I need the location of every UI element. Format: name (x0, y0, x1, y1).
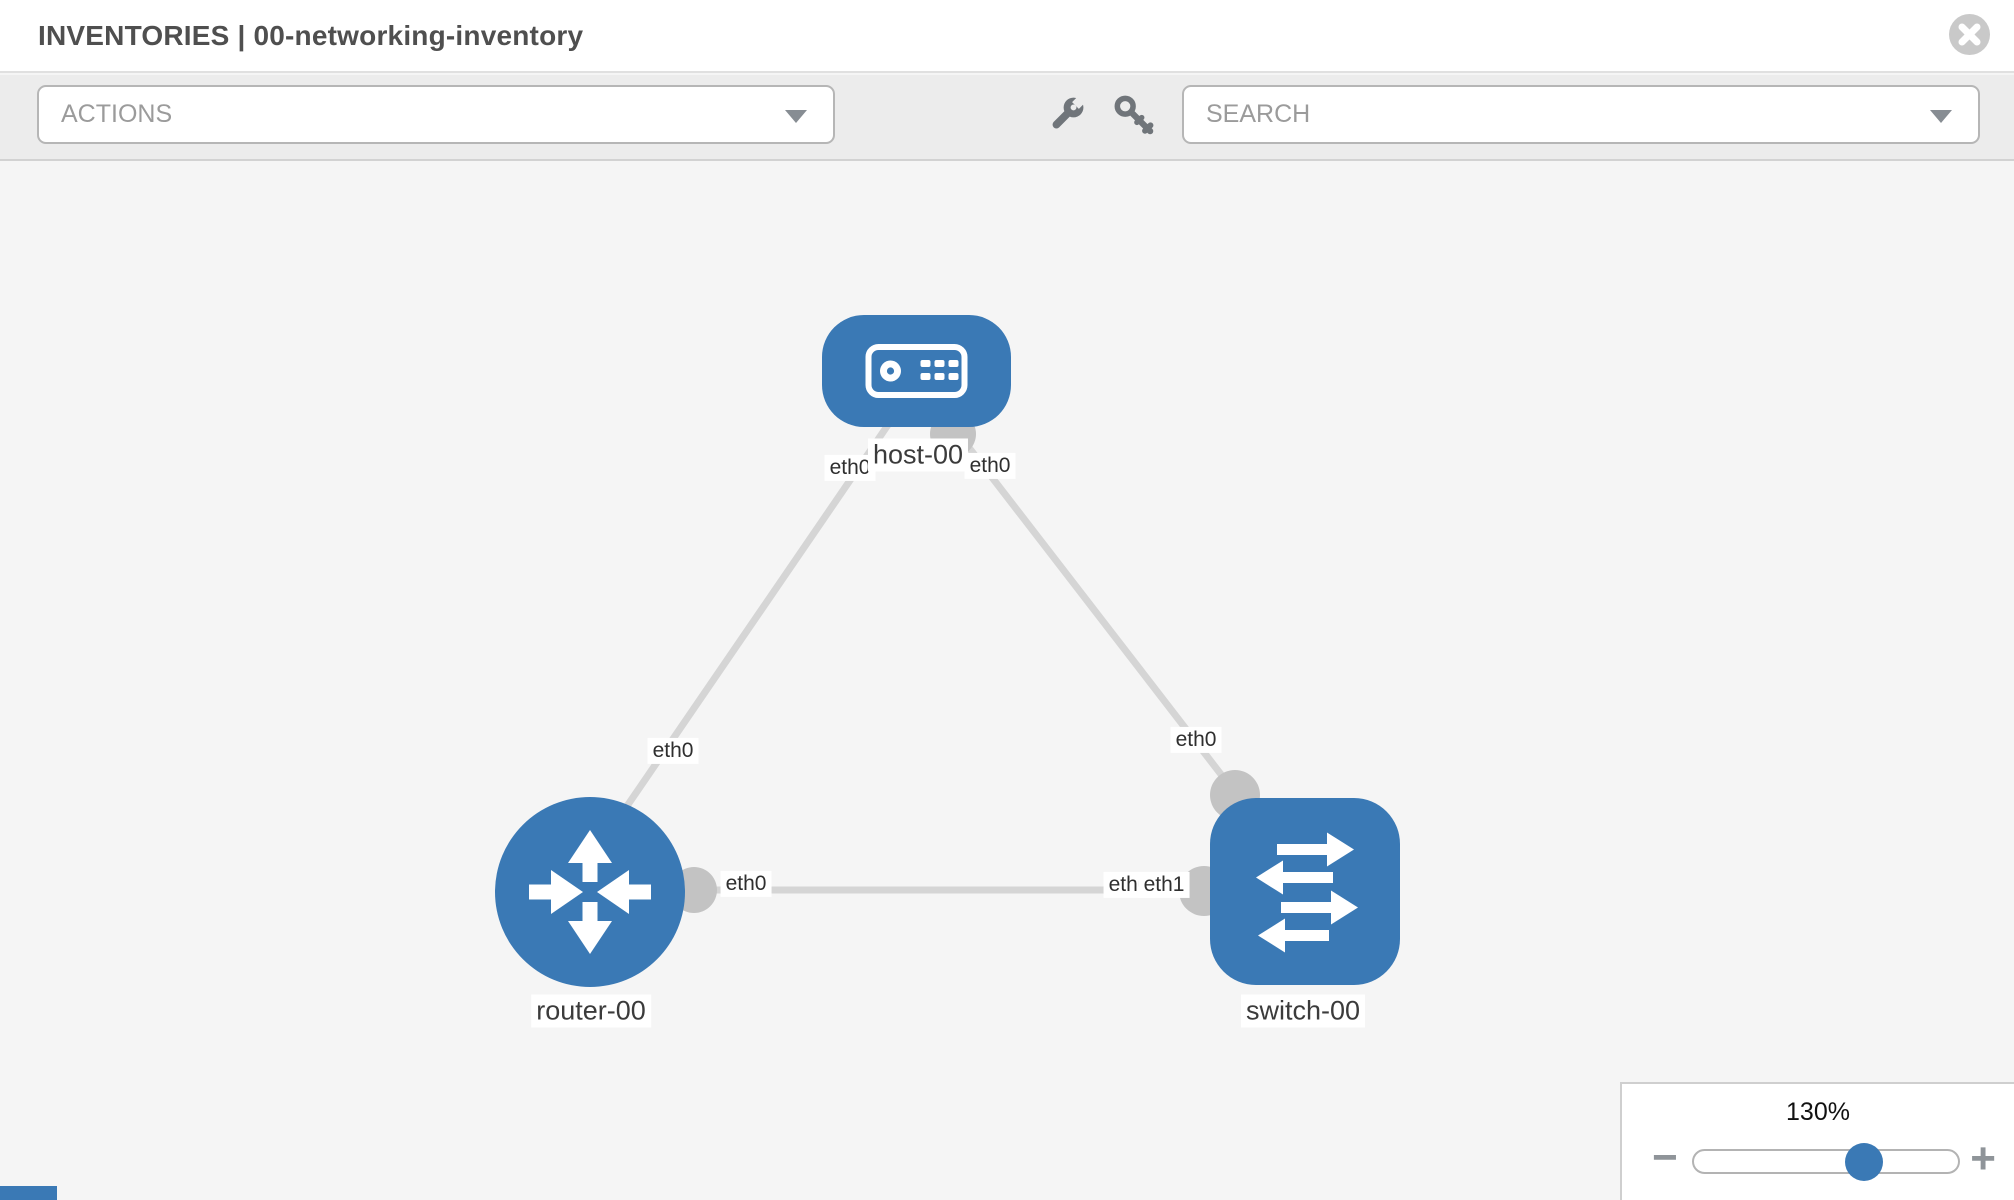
close-icon (1958, 23, 1981, 46)
router-icon (529, 830, 651, 954)
credentials-button[interactable] (1112, 93, 1156, 137)
host-icon (865, 344, 968, 398)
zoom-out-button[interactable]: − (1652, 1133, 1678, 1182)
chevron-down-icon (1930, 109, 1952, 123)
chevron-down-icon (785, 109, 807, 123)
page-title: INVENTORIES | 00-networking-inventory (38, 19, 584, 51)
actions-dropdown-label: ACTIONS (61, 100, 173, 128)
zoom-level-value: 130% (1786, 1098, 1850, 1126)
close-button[interactable] (1949, 14, 1990, 55)
link-host-00-router-00[interactable] (608, 396, 909, 832)
zoom-panel: 130% − + (1620, 1082, 2014, 1200)
configure-button[interactable] (1044, 93, 1088, 137)
node-router-00[interactable] (495, 797, 685, 987)
zoom-in-button[interactable]: + (1970, 1134, 1996, 1183)
window-header: INVENTORIES | 00-networking-inventory (0, 0, 2014, 73)
switch-node-shape (1210, 798, 1400, 985)
search-dropdown-label: SEARCH (1206, 100, 1311, 128)
zoom-slider-track[interactable] (1692, 1142, 1960, 1181)
bottom-left-blue-strip (0, 1186, 57, 1200)
wrench-icon (1052, 95, 1086, 129)
key-icon (1114, 95, 1154, 135)
topology-svg (495, 315, 1400, 987)
toolbar: ACTIONS SEARCH (0, 75, 2014, 161)
actions-dropdown[interactable]: ACTIONS (37, 85, 835, 144)
node-switch-00[interactable] (1210, 798, 1400, 985)
link-host-00-switch-00[interactable] (936, 406, 1254, 816)
host-node-shape (822, 315, 1011, 427)
switch-icon (1256, 832, 1358, 953)
router-node-shape (495, 797, 685, 987)
node-host-00[interactable] (822, 315, 1011, 427)
zoom-slider-row: − + (1622, 1134, 2014, 1183)
search-dropdown[interactable]: SEARCH (1182, 85, 1980, 144)
zoom-slider-thumb[interactable] (1845, 1142, 1884, 1181)
